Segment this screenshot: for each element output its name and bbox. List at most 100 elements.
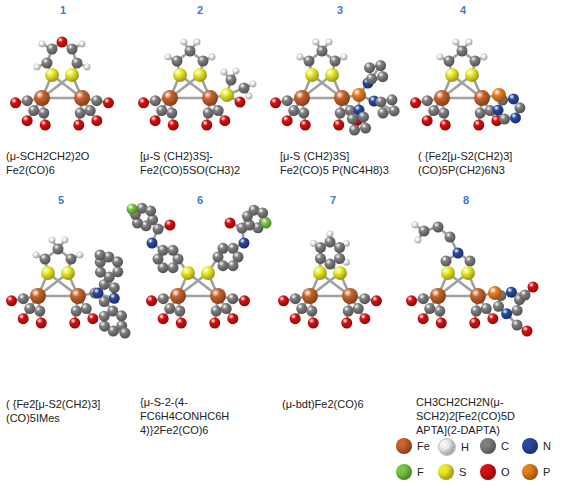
atom [22, 95, 33, 106]
atom [290, 313, 301, 324]
atom [198, 56, 209, 67]
atom [165, 220, 176, 231]
atom [317, 46, 328, 57]
atom [522, 326, 533, 337]
atom [227, 293, 238, 304]
atom [282, 95, 293, 106]
atom [436, 318, 447, 329]
atom [220, 88, 234, 102]
atom [174, 306, 185, 317]
atom [91, 115, 102, 126]
atom [488, 286, 502, 300]
atom [326, 39, 333, 46]
compound-number: 1 [55, 4, 71, 18]
atom [360, 123, 371, 134]
atom [18, 313, 29, 324]
atom [228, 260, 239, 271]
element-symbol: O [501, 466, 510, 478]
ball-and-stick-model [278, 231, 382, 329]
compound-formula: ( {Fe2[μ-S2(CH2)3] (CO)5IMes [6, 398, 118, 426]
atom [65, 68, 79, 82]
atom [22, 115, 33, 126]
atom [308, 318, 319, 329]
atom [39, 41, 46, 48]
compound-number: 6 [192, 194, 208, 208]
atom [57, 37, 68, 48]
atom [168, 262, 179, 273]
atom [412, 222, 419, 229]
atom [99, 296, 110, 307]
atom [453, 248, 464, 259]
atom [440, 120, 451, 131]
compound-formula: CH3CH2CH2N(μ- SCH2)2[Fe2(CO)5D APTA](2-D… [416, 396, 532, 437]
atom [40, 254, 51, 265]
atom [181, 266, 195, 280]
atom [493, 301, 504, 312]
element-symbol: H [461, 441, 469, 453]
ball-and-stick-model [410, 39, 525, 131]
atom [487, 313, 498, 324]
atom [510, 112, 521, 123]
atom [528, 282, 539, 293]
atom [10, 97, 21, 108]
compound-formula: ( {Fe2[μ-S2(CH2)3] (CO)5P(CH2)6N3 [418, 150, 552, 178]
atom [162, 90, 178, 106]
atom [419, 226, 430, 237]
atom [193, 68, 207, 82]
atom [353, 303, 364, 314]
atom [305, 68, 319, 82]
atom [91, 95, 102, 106]
compound-number: 4 [455, 4, 471, 18]
atom [18, 293, 29, 304]
legend-entry: F [396, 464, 424, 480]
atom [520, 290, 531, 301]
atom [201, 120, 212, 131]
atom [47, 44, 58, 55]
atom [445, 232, 456, 243]
atom [72, 58, 83, 69]
atom [441, 266, 455, 280]
atom [422, 95, 433, 106]
atom [375, 96, 386, 107]
atom [341, 318, 352, 329]
atom [470, 56, 481, 67]
atom [377, 71, 388, 82]
atom [116, 310, 127, 321]
atom [203, 108, 214, 119]
atom [296, 303, 307, 314]
atom [36, 318, 47, 329]
ball-and-stick-model [270, 39, 400, 136]
atom [315, 253, 326, 264]
atom [150, 115, 161, 126]
atom [99, 321, 110, 332]
atom [333, 120, 344, 131]
compound-formula: (μ-SCH2CH2)2O Fe2(CO)6 [6, 150, 118, 178]
atom [465, 256, 476, 267]
atom [501, 308, 512, 319]
atom [453, 39, 460, 46]
atom [158, 245, 169, 256]
compound-number: 8 [458, 194, 474, 208]
atom [172, 56, 183, 67]
atom [120, 328, 131, 339]
atom [218, 243, 229, 254]
legend-entry: O [480, 464, 510, 480]
atom [341, 54, 348, 61]
atom [475, 108, 486, 119]
atom [512, 305, 523, 316]
atom [257, 207, 268, 218]
atom [415, 237, 422, 244]
atom [146, 295, 157, 306]
atom [424, 303, 435, 314]
atom [512, 320, 523, 331]
atom [334, 242, 345, 253]
atom [334, 253, 345, 264]
atom [330, 56, 341, 67]
atom [327, 231, 334, 238]
atom [103, 97, 114, 108]
compound-formula: [μ-S (CH2)3S]- Fe2(CO)5SO(CH3)2 [140, 150, 256, 178]
atom [165, 54, 172, 61]
atom [333, 266, 347, 280]
atom [315, 242, 326, 253]
atom [49, 237, 56, 244]
